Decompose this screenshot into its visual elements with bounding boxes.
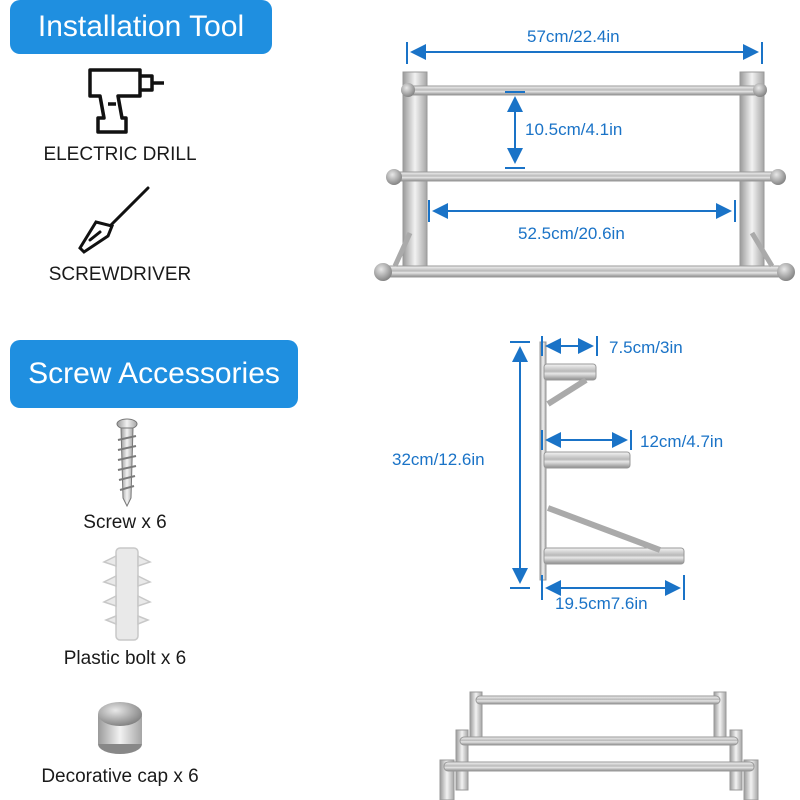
bottom-depth-label: 19.5cm7.6in (555, 594, 648, 613)
screw-accessories-header: Screw Accessories (10, 340, 298, 408)
towel-rack-perspective-view (439, 691, 759, 800)
side-dimension-lines (510, 336, 685, 600)
installation-tool-header: Installation Tool (10, 0, 272, 54)
screw-icon (116, 418, 138, 508)
decorative-cap-label: Decorative cap x 6 (41, 766, 199, 787)
bar-length-label: 52.5cm/20.6in (518, 224, 625, 243)
screw-label: Screw x 6 (83, 512, 167, 533)
overall-width-label: 57cm/22.4in (527, 27, 620, 46)
towel-rack-side-view (539, 341, 685, 581)
front-dimension-lines (406, 42, 763, 222)
decorative-cap-icon (98, 702, 142, 754)
electric-drill-icon (88, 68, 164, 134)
screwdriver-label: SCREWDRIVER (48, 264, 192, 285)
middle-depth-label: 12cm/4.7in (640, 432, 724, 451)
electric-drill-label: ELECTRIC DRILL (43, 144, 197, 165)
plastic-bolt-label: Plastic bolt x 6 (63, 648, 187, 669)
plastic-bolt-icon (102, 547, 152, 641)
top-depth-label: 7.5cm/3in (609, 338, 683, 357)
screwdriver-icon (78, 186, 150, 254)
bar-spacing-label: 10.5cm/4.1in (525, 120, 623, 139)
towel-rack-front-view (374, 71, 795, 281)
height-label: 32cm/12.6in (392, 450, 485, 469)
